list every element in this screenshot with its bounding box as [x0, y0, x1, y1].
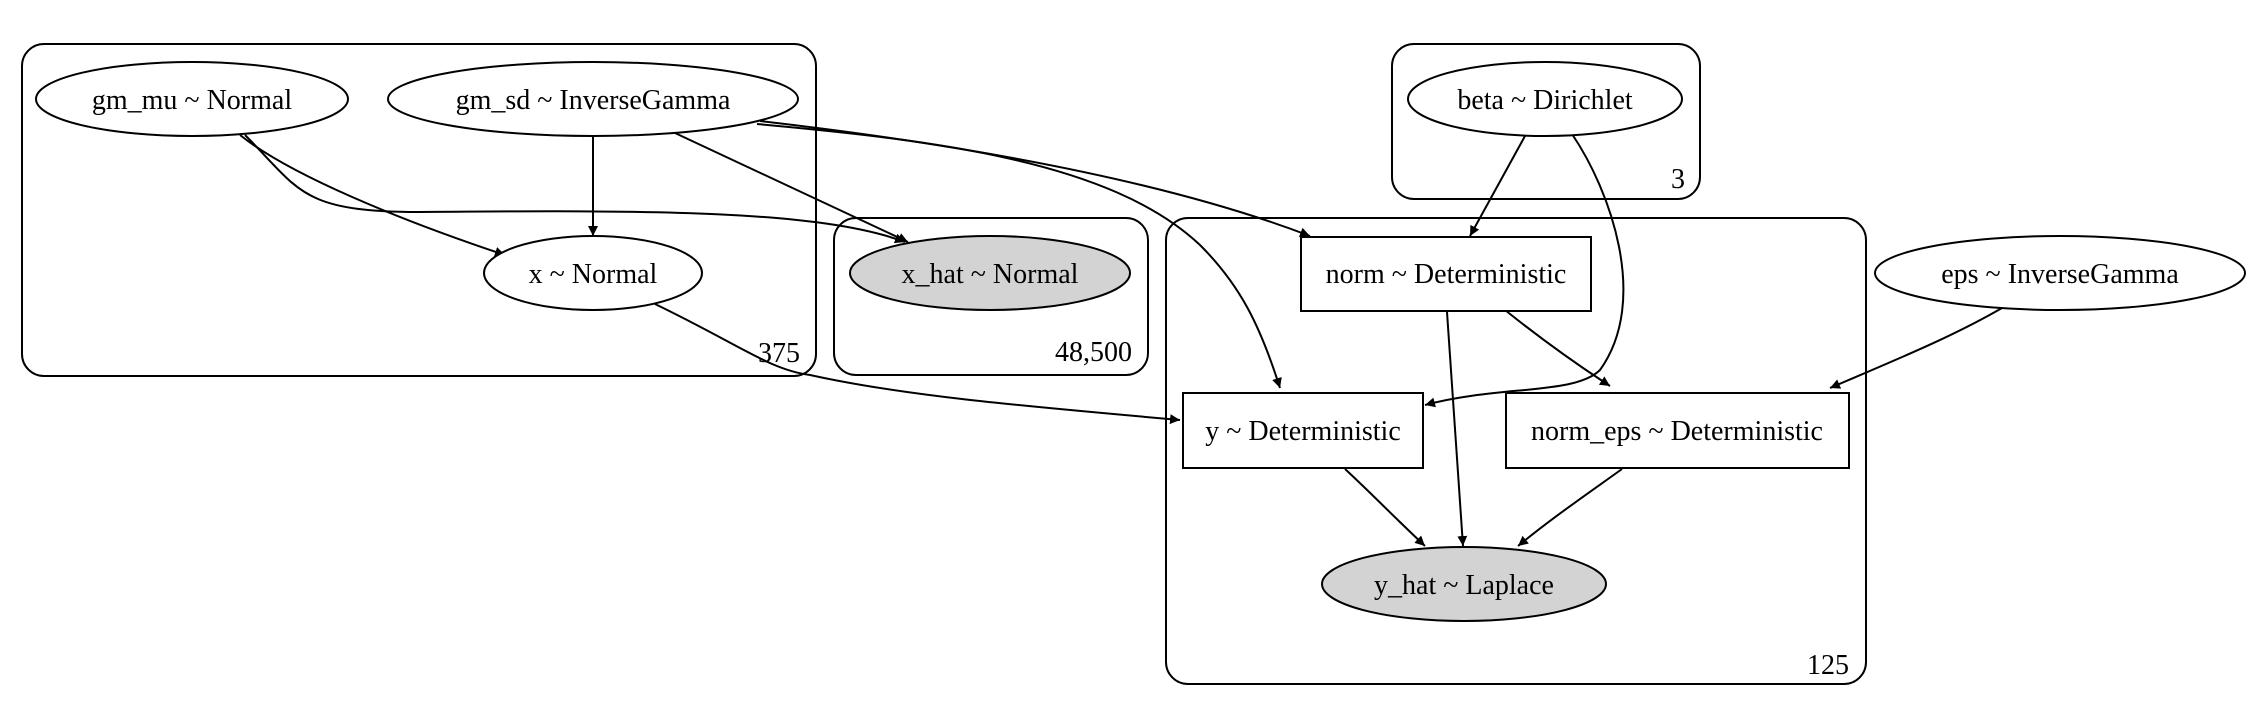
edges	[239, 120, 2003, 547]
edge-gm_mu-to-x_hat	[244, 134, 906, 244]
node-eps-label: eps ~ InverseGamma	[1941, 259, 2179, 290]
node-norm-shape	[1300, 236, 1592, 312]
edge-gm_sd-to-y	[756, 123, 1282, 389]
edge-x-to-y	[654, 303, 1181, 425]
node-y-shape	[1182, 392, 1424, 469]
node-norm-eps-label: norm_eps ~ Deterministic	[1531, 416, 1823, 447]
node-x-label: x ~ Normal	[529, 259, 658, 290]
plate-48500-label: 48,500	[1055, 337, 1132, 368]
node-gm-sd-shape	[387, 61, 799, 137]
edge-gm_mu-to-x	[239, 134, 506, 257]
node-y-hat-label: y_hat ~ Laplace	[1374, 570, 1554, 601]
plate-375-frame	[21, 43, 817, 377]
plate-3: 3	[1391, 43, 1701, 200]
node-gm-mu-label: gm_mu ~ Normal	[92, 85, 292, 116]
plate-125: 125	[1165, 217, 1867, 685]
node-norm-eps: norm_eps ~ Deterministic	[1505, 392, 1850, 469]
node-beta: beta ~ Dirichlet	[1407, 61, 1683, 137]
node-y-hat: y_hat ~ Laplace	[1321, 546, 1607, 622]
plate-48500: 48,500	[833, 217, 1149, 376]
node-gm-sd-label: gm_sd ~ InverseGamma	[456, 85, 731, 116]
node-gm-mu-shape	[35, 61, 349, 137]
node-norm-eps-shape	[1505, 392, 1850, 469]
node-x-shape	[483, 235, 703, 311]
node-norm-label: norm ~ Deterministic	[1326, 259, 1567, 290]
node-y: y ~ Deterministic	[1182, 392, 1424, 469]
edge-beta-to-norm	[1469, 135, 1526, 237]
node-eps-shape	[1874, 235, 2246, 311]
edge-beta-to-y	[1424, 133, 1625, 408]
plate-3-frame	[1391, 43, 1701, 200]
plate-3-label: 3	[1671, 164, 1685, 195]
edge-norm-to-norm_eps	[1504, 309, 1611, 387]
node-gm-mu: gm_mu ~ Normal	[35, 61, 349, 137]
plate-48500-frame	[833, 217, 1149, 376]
edge-norm-to-y_hat	[1446, 311, 1468, 547]
node-norm: norm ~ Deterministic	[1300, 236, 1592, 312]
edge-y-to-y_hat	[1344, 468, 1426, 547]
node-x-hat-label: x_hat ~ Normal	[902, 259, 1079, 290]
plate-125-label: 125	[1807, 650, 1849, 681]
edge-gm_sd-to-x_hat	[674, 132, 909, 243]
edge-norm_eps-to-y_hat	[1517, 468, 1623, 547]
node-y-hat-shape	[1321, 546, 1607, 622]
node-beta-shape	[1407, 61, 1683, 137]
node-x: x ~ Normal	[483, 235, 703, 311]
plate-375: 375	[21, 43, 817, 377]
edge-eps-to-norm_eps	[1829, 307, 2003, 389]
node-y-label: y ~ Deterministic	[1205, 416, 1401, 447]
node-eps: eps ~ InverseGamma	[1874, 235, 2246, 311]
plate-375-label: 375	[758, 338, 800, 369]
node-gm-sd: gm_sd ~ InverseGamma	[387, 61, 799, 137]
plate-125-frame	[1165, 217, 1867, 685]
node-x-hat: x_hat ~ Normal	[849, 235, 1131, 311]
node-x-hat-shape	[849, 235, 1131, 311]
node-beta-label: beta ~ Dirichlet	[1457, 85, 1633, 116]
